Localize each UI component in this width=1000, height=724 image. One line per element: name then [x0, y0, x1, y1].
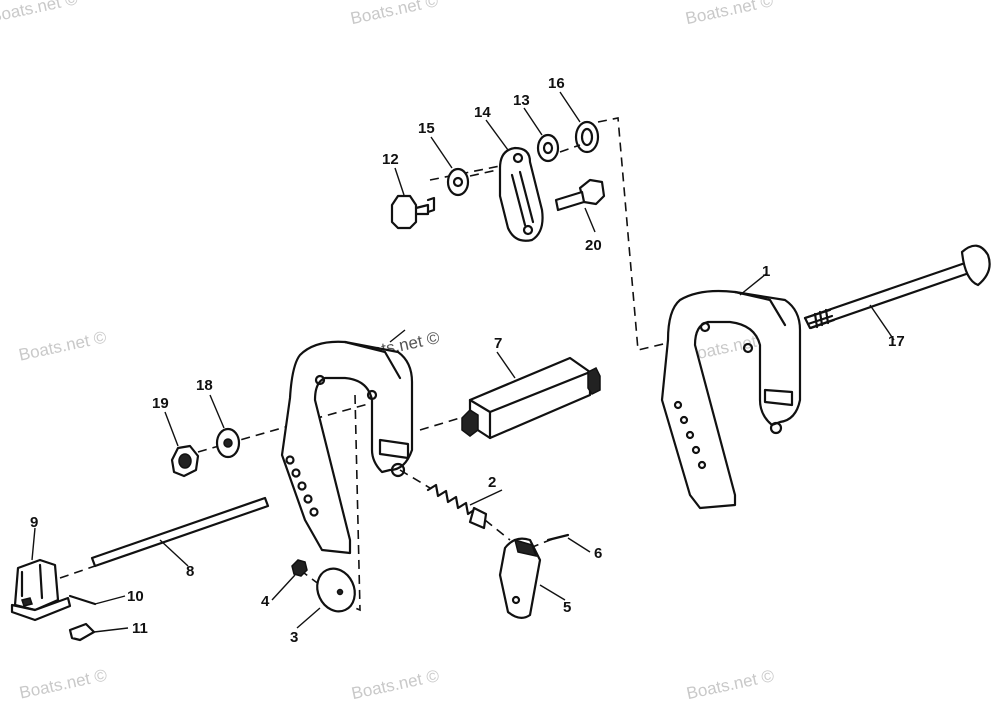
callout-1: 1 [762, 263, 770, 280]
watermark: Boats.net © [17, 327, 109, 364]
spring-washer [574, 120, 600, 154]
small-nut [291, 559, 308, 577]
callout-7: 7 [494, 335, 502, 352]
watermark: Boats.net © [685, 666, 777, 703]
transom-bracket-right [660, 289, 802, 510]
callout-19: 19 [152, 395, 169, 412]
washer-15 [446, 167, 470, 197]
watermark: Boats.net © [350, 666, 442, 703]
tilt-tube-bolt [803, 244, 991, 330]
transom-bracket-left [280, 340, 414, 555]
cap-disc [316, 567, 356, 613]
callout-13: 13 [513, 92, 530, 109]
callout-12: 12 [382, 151, 399, 168]
latch-plate [498, 537, 542, 619]
adjusting-knob [390, 194, 436, 230]
compression-spring [426, 483, 488, 530]
callout-16: 16 [548, 75, 565, 92]
pivot-bolt [554, 178, 606, 212]
leader-lines [31, 91, 895, 633]
spring-clip [68, 622, 96, 642]
washer-18 [215, 427, 241, 459]
callout-5: 5 [563, 599, 571, 616]
callout-20: 20 [585, 237, 602, 254]
callout-labels: 1 2 3 4 5 6 7 8 9 10 11 12 13 14 15 16 1… [30, 75, 905, 646]
callout-2: 2 [488, 474, 496, 491]
watermark: Boats.net © [0, 0, 80, 26]
hex-nut [170, 444, 200, 478]
callout-14: 14 [474, 104, 491, 121]
callout-3: 3 [290, 629, 298, 646]
callout-9: 9 [30, 514, 38, 531]
callout-18: 18 [196, 377, 213, 394]
latch-pin [546, 533, 570, 542]
callout-6: 6 [594, 545, 602, 562]
callout-17: 17 [888, 333, 905, 350]
callout-11: 11 [132, 620, 148, 637]
tilt-lock-lever [498, 146, 544, 242]
swivel-block [461, 356, 601, 440]
washer-13 [536, 133, 560, 163]
watermark: Boats.net © [684, 0, 776, 28]
cotter-pin [68, 594, 97, 606]
watermark: Boats.net © [349, 0, 441, 28]
callout-15: 15 [418, 120, 435, 137]
clip-bracket [10, 558, 72, 622]
callout-10: 10 [127, 588, 144, 605]
watermark: Boats.net © [18, 665, 110, 702]
callout-8: 8 [186, 563, 194, 580]
callout-4: 4 [261, 593, 270, 610]
tilt-pin-rod [90, 496, 270, 568]
